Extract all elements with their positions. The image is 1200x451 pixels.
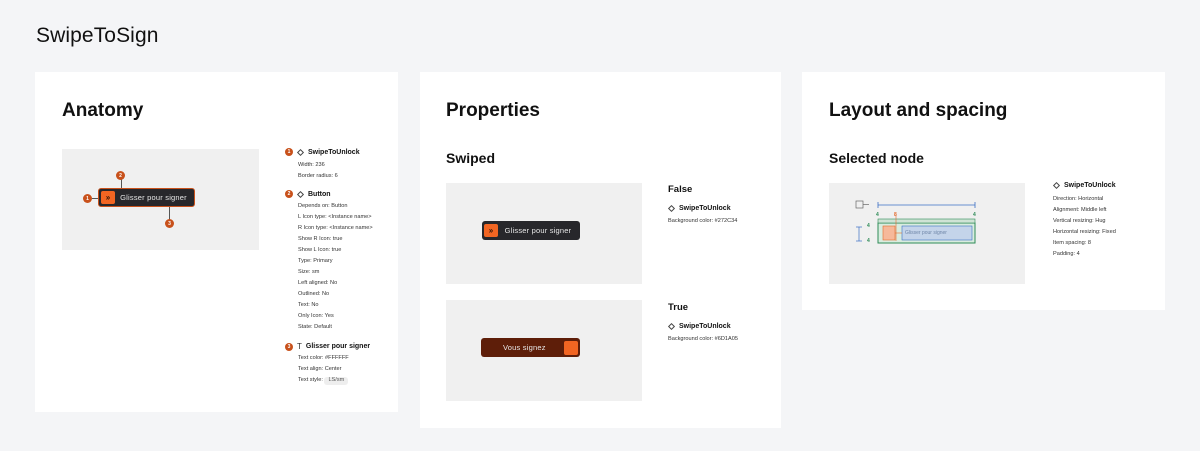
spec-prop: State: Default	[298, 324, 332, 330]
marker-line-1	[92, 198, 101, 199]
spec-prop: Size: sm	[298, 269, 320, 275]
state-title-false: False	[668, 184, 693, 195]
layout-section-title: Selected node	[829, 150, 924, 166]
spec-head-text: 3 T Glisser pour signer	[285, 342, 370, 351]
spec-prop: Item spacing: 8	[1053, 240, 1091, 246]
layout-title: Layout and spacing	[829, 100, 1008, 121]
spec-number: 3	[285, 342, 293, 351]
state-title-true: True	[668, 302, 689, 313]
properties-title: Properties	[446, 100, 540, 121]
chevrons-right-icon: »	[101, 191, 115, 204]
swipe-to-unlock-default[interactable]: » Glisser pour signer	[482, 221, 580, 240]
spec-prop: Vertical resizing: Hug	[1053, 218, 1106, 224]
anatomy-marker-3: 3	[165, 219, 174, 228]
spec-prop: Text color: #FFFFFF	[298, 355, 349, 361]
spec-prop: Show L Icon: true	[298, 247, 342, 253]
swipe-to-unlock-swiped[interactable]: Vous signez	[481, 338, 580, 357]
text-icon: T	[297, 342, 302, 351]
state-component-true: SwipeToUnlock	[667, 322, 731, 331]
spec-name: SwipeToUnlock	[1064, 182, 1116, 189]
anatomy-title: Anatomy	[62, 100, 144, 121]
spec-prop-text-style: Text style: LS/sm	[298, 377, 349, 385]
spec-name: SwipeToUnlock	[679, 323, 731, 330]
swipe-label: Vous signez	[503, 343, 546, 352]
layout-card: Layout and spacing Selected node	[802, 72, 1165, 310]
spec-prop: Show R Icon: true	[298, 236, 343, 242]
padding-top	[877, 218, 976, 224]
text-style-pill: LS/sm	[324, 377, 349, 385]
knob-item	[882, 225, 896, 241]
layout-component: SwipeToUnlock	[1052, 181, 1116, 190]
spec-number: 2	[285, 190, 293, 198]
pad-left-label: 4	[867, 223, 870, 229]
swipe-to-unlock-preview[interactable]: » Glisser pour signer	[98, 188, 195, 207]
spacing-label: 8	[894, 212, 897, 218]
chevrons-right-icon: »	[484, 224, 498, 237]
spec-prop: Alignment: Middle left	[1053, 207, 1107, 213]
properties-card: Properties Swiped » Glisser pour signer …	[420, 72, 781, 428]
swiped-true-canvas: Vous signez	[446, 300, 642, 401]
spec-prop-label: Text style:	[298, 377, 323, 383]
horizontal-resize-icon	[855, 200, 869, 209]
anatomy-preview-canvas: 2 1 3 » Glisser pour signer	[62, 149, 259, 250]
spec-prop: Text align: Center	[298, 366, 342, 372]
spec-prop: L Icon type: <Instance name>	[298, 214, 372, 220]
properties-section-title: Swiped	[446, 150, 496, 166]
diamond-icon	[667, 204, 676, 213]
ghost-label: Glisser pour signer	[905, 230, 947, 236]
page-title: SwipeToSign	[36, 24, 159, 47]
spec-prop: Padding: 4	[1053, 251, 1080, 257]
spec-head-button: 2 Button	[285, 190, 331, 198]
spec-prop: Type: Primary	[298, 258, 333, 264]
pad-top-label: 4	[876, 212, 879, 218]
layout-diagram	[855, 200, 976, 244]
spec-prop: Background color: #6D1A05	[668, 336, 738, 342]
pad-bottom-label: 4	[867, 238, 870, 244]
spec-name: SwipeToUnlock	[679, 205, 731, 212]
swipe-label: Glisser pour signer	[120, 193, 187, 202]
layout-diagram-canvas: 4 8 4 4 4 Glisser pour signer	[829, 183, 1025, 284]
swipe-label: Glisser pour signer	[504, 226, 572, 235]
spec-head-swipetounlock: 1 SwipeToUnlock	[285, 148, 360, 156]
spec-prop: Horizontal resizing: Fixed	[1053, 229, 1116, 235]
marker-line-3	[169, 206, 170, 220]
swipe-knob-end	[564, 340, 578, 355]
pad-right-label: 4	[973, 212, 976, 218]
state-component-false: SwipeToUnlock	[667, 204, 731, 213]
anatomy-card: Anatomy 2 1 3 » Glisser pour signer 1 Sw…	[35, 72, 398, 412]
anatomy-marker-2: 2	[116, 171, 125, 180]
spec-number: 1	[285, 148, 293, 156]
marker-line-2	[121, 179, 122, 189]
diamond-icon	[667, 322, 676, 331]
spec-prop: Background color: #272C34	[668, 218, 738, 224]
spec-prop: Left aligned: No	[298, 280, 338, 286]
anatomy-marker-1: 1	[83, 194, 92, 203]
spec-prop: Border radius: 6	[298, 173, 338, 179]
spec-name: Glisser pour signer	[305, 343, 371, 350]
spec-prop: Outlined: No	[298, 291, 330, 297]
diamond-icon	[296, 190, 305, 198]
spec-prop: Width: 236	[298, 162, 325, 168]
spec-prop: Only Icon: Yes	[298, 313, 334, 319]
vertical-resize-icon	[856, 226, 862, 242]
swiped-false-canvas: » Glisser pour signer	[446, 183, 642, 284]
spec-prop: Direction: Horizontal	[1053, 196, 1104, 202]
diamond-icon	[1052, 181, 1061, 190]
spec-prop: R Icon type: <Instance name>	[298, 225, 373, 231]
spec-prop: Depends on: Button	[298, 203, 348, 209]
spec-name: SwipeToUnlock	[308, 148, 360, 156]
spec-prop: Text: No	[298, 302, 319, 308]
spec-name: Button	[308, 190, 331, 198]
diamond-icon	[296, 148, 305, 156]
